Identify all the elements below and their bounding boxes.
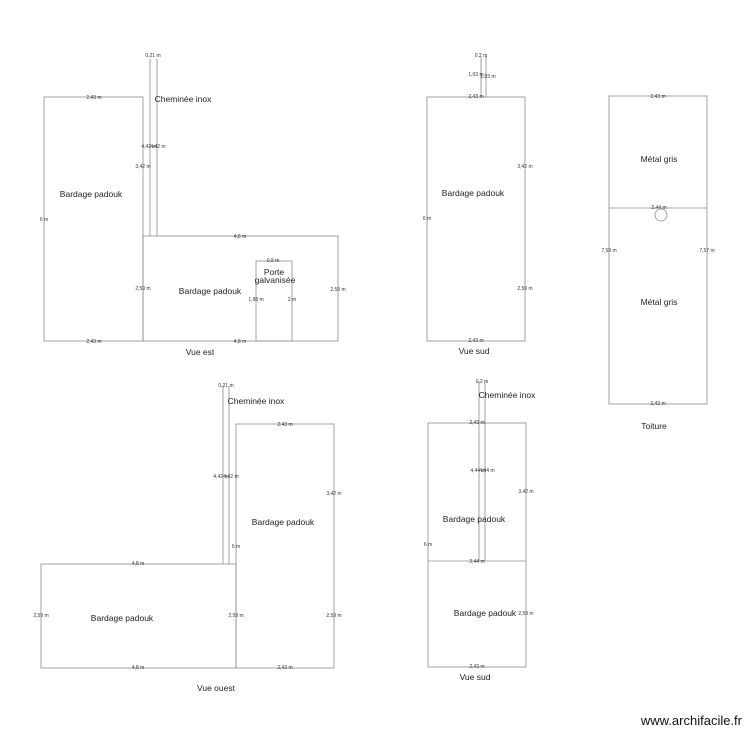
vue-sud-2-dim-chimney-mid: 4,44 m	[470, 468, 485, 474]
vue-est-title: Vue est	[186, 347, 215, 357]
toiture-outline[interactable]	[608, 95, 708, 405]
vue-est-dim-wall-top: 2,43 m	[86, 95, 101, 101]
vue-ouest: 0,21 m 4,42 m 4,42 m 2,43 m 3,42 m 6 m 2…	[33, 383, 341, 693]
vue-sud-1-dim-wall-top: 2,43 m	[468, 94, 483, 100]
vue-sud-2: 0,2 m 4,44 m 4,44 m 2,43 m 2,44 m 2,43 m…	[424, 379, 536, 682]
vue-ouest-chimney-label: Cheminée inox	[228, 396, 285, 406]
toiture-top-label: Métal gris	[641, 154, 678, 164]
vue-ouest-dim-chimney-mid: 4,42 m	[213, 474, 228, 480]
vue-sud-2-title: Vue sud	[460, 672, 491, 682]
vue-ouest-dim-annex-bottom: 4,8 m	[132, 665, 145, 671]
vue-sud-1: 0,2 m 1,03 m 1,03 m 2,43 m 2,43 m 6 m 3,…	[423, 53, 533, 356]
vue-est-dim-chimney-top: 0,21 m	[145, 53, 160, 59]
vue-sud-1-dim-chimney-top: 0,2 m	[475, 53, 488, 59]
vue-ouest-title: Vue ouest	[197, 683, 236, 693]
vue-ouest-main-wall[interactable]	[235, 423, 335, 669]
vue-sud-2-dim-middle: 2,44 m	[469, 559, 484, 565]
vue-sud-2-dim-right-top: 3,42 m	[518, 489, 533, 495]
vue-est-chimney-label: Cheminée inox	[155, 94, 212, 104]
vue-est-dim-chimney-mid: 4,42 m	[141, 144, 156, 150]
vue-est-door[interactable]	[255, 260, 293, 342]
vue-sud-1-title: Vue sud	[459, 346, 490, 356]
vue-ouest-wall-label: Bardage padouk	[252, 517, 315, 527]
vue-ouest-dim-chimney-top: 0,21 m	[218, 383, 233, 389]
vue-ouest-dim-wall-right-bottom: 2,59 m	[326, 613, 341, 619]
vue-est-dim-wall-bottom: 2,43 m	[86, 339, 101, 345]
vue-est-dim-wall-right: 3,42 m	[135, 164, 150, 170]
watermark-link[interactable]: www.archifacile.fr	[640, 713, 743, 728]
vue-sud-2-dim-chimney-top: 0,2 m	[476, 379, 489, 385]
toiture-dim-bottom: 2,43 m	[650, 401, 665, 407]
vue-est-annex-wall[interactable]	[142, 235, 339, 342]
toiture-dim-left: 7,59 m	[601, 248, 616, 254]
vue-ouest-dim-wall-left: 6 m	[232, 544, 240, 550]
vue-sud-2-dim-wall-bottom: 2,43 m	[469, 664, 484, 670]
vue-sud-2-wall[interactable]	[427, 422, 527, 668]
vue-sud-2-bottom-label: Bardage padouk	[454, 608, 517, 618]
vue-ouest-annex-label: Bardage padouk	[91, 613, 154, 623]
toiture-chimney-circle	[654, 208, 668, 222]
toiture-dim-right: 7,57 m	[699, 248, 714, 254]
vue-sud-2-top-label: Bardage padouk	[443, 514, 506, 524]
vue-est-dim-wall-left: 6 m	[40, 217, 48, 223]
vue-sud-1-dim-right-bottom: 2,59 m	[517, 286, 532, 292]
vue-sud-1-dim-wall-bottom: 2,43 m	[468, 338, 483, 344]
vue-ouest-dim-wall-top: 2,43 m	[277, 422, 292, 428]
vue-est-main-wall[interactable]	[43, 96, 144, 342]
vue-sud-1-dim-chimney-side2: 1,03 m	[480, 74, 495, 80]
vue-ouest-annex-wall[interactable]	[40, 563, 237, 669]
vue-sud-1-wall[interactable]	[426, 96, 526, 342]
vue-est-dim-door-left: 1,98 m	[248, 297, 263, 303]
vue-est-annex-label: Bardage padouk	[179, 286, 242, 296]
vue-sud-2-dim-chimney-mid2: 4,44 m	[479, 468, 494, 474]
vue-ouest-dim-annex-left: 2,59 m	[33, 613, 48, 619]
vue-est-dim-chimney-mid2: 4,42 m	[150, 144, 165, 150]
vue-sud-1-dim-right-top: 3,42 m	[517, 164, 532, 170]
toiture: 2,43 m 2,44 m 2,43 m 7,59 m 7,57 m Métal…	[601, 94, 714, 431]
vue-est-dim-annex-bottom: 4,8 m	[234, 339, 247, 345]
vue-est-door-label-1: Porte	[264, 267, 285, 277]
vue-sud-1-dim-chimney-side: 1,03 m	[468, 72, 483, 78]
vue-est: 0,21 m 2,43 m 2,43 m 6 m 3,42 m 4,42 m 4…	[40, 53, 346, 357]
vue-sud-2-dim-wall-left: 6 m	[424, 542, 432, 548]
toiture-dim-middle: 2,44 m	[651, 205, 666, 211]
vue-sud-2-dim-wall-top: 2,43 m	[469, 420, 484, 426]
vue-sud-2-chimney-label: Cheminée inox	[479, 390, 536, 400]
vue-ouest-dim-wall-bottom: 2,43 m	[277, 665, 292, 671]
vue-est-wall-label: Bardage padouk	[60, 189, 123, 199]
vue-est-dim-annex-top: 4,8 m	[234, 234, 247, 240]
vue-sud-2-dim-right-bottom: 2,59 m	[518, 611, 533, 617]
vue-est-dim-annex-left: 2,59 m	[135, 286, 150, 292]
vue-ouest-dim-wall-right: 3,42 m	[326, 491, 341, 497]
toiture-title: Toiture	[641, 421, 667, 431]
vue-ouest-dim-annex-right: 2,59 m	[228, 613, 243, 619]
vue-sud-1-wall-label: Bardage padouk	[442, 188, 505, 198]
vue-ouest-dim-chimney-mid2: 4,42 m	[223, 474, 238, 480]
vue-ouest-dim-annex-top: 4,8 m	[132, 561, 145, 567]
vue-sud-1-dim-wall-left: 6 m	[423, 216, 431, 222]
vue-est-dim-door-right: 2 m	[288, 297, 296, 303]
vue-est-dim-door-top: 0,9 m	[267, 258, 280, 264]
toiture-bottom-label: Métal gris	[641, 297, 678, 307]
vue-est-dim-annex-right: 2,59 m	[330, 287, 345, 293]
toiture-dim-top: 2,43 m	[650, 94, 665, 100]
vue-est-door-label-2: galvanisée	[255, 275, 296, 285]
